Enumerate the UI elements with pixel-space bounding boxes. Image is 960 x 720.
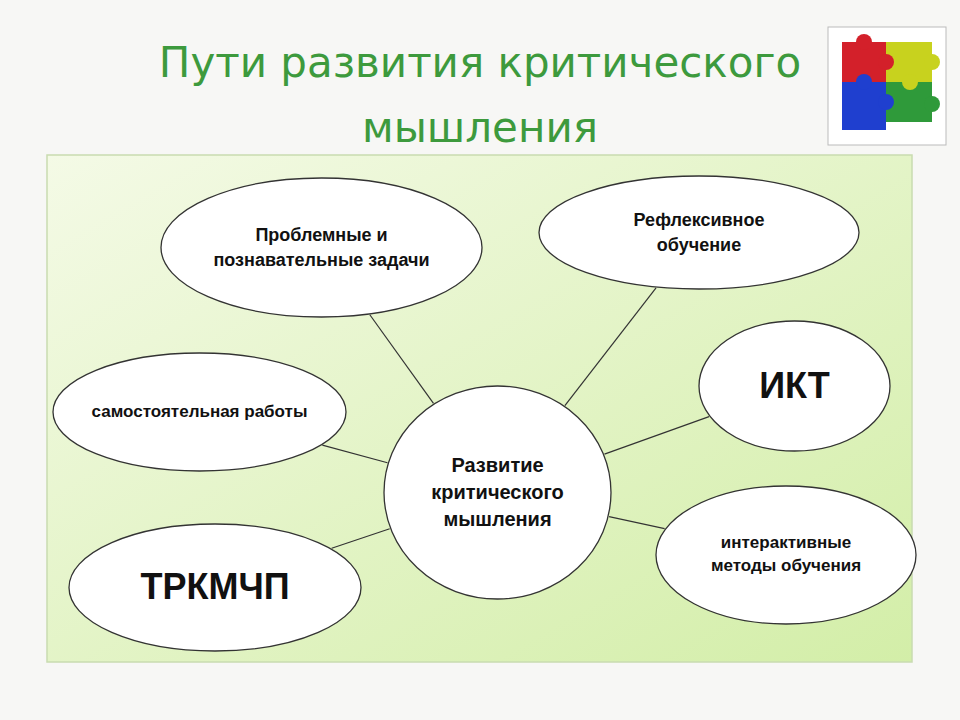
idea-ellipse: Развитие критического мышления — [383, 385, 612, 600]
idea-ellipse: Рефлексивное обучение — [538, 175, 860, 290]
title: Пути развития критического мышления — [140, 30, 820, 160]
node-text: Проблемные и познавательные задачи — [205, 223, 438, 272]
connector — [565, 288, 656, 406]
node-text: Развитие критического мышления — [413, 452, 582, 533]
node-text: ТРКМЧП — [101, 563, 330, 612]
idea-ellipse: интерактивные методы обучения — [655, 485, 917, 625]
idea-ellipse: Проблемные и познавательные задачи — [160, 177, 483, 318]
idea-ellipse: ИКТ — [698, 320, 891, 452]
connector — [332, 529, 390, 549]
connector — [609, 517, 665, 529]
connector — [604, 417, 709, 454]
connector — [370, 315, 434, 404]
ellipse-outline — [655, 485, 917, 625]
connector — [322, 445, 387, 463]
node-text: самостоятельная работы — [91, 401, 309, 424]
idea-ellipse: самостоятельная работы — [52, 352, 347, 472]
ellipse-outline — [160, 177, 483, 318]
node-text: интерактивные методы обучения — [689, 532, 883, 578]
ellipse-outline — [538, 175, 860, 290]
puzzle-icon — [828, 27, 946, 145]
idea-ellipse: ТРКМЧП — [68, 523, 362, 652]
node-text: Рефлексивное обучение — [593, 208, 806, 257]
node-text: ИКТ — [723, 362, 866, 411]
